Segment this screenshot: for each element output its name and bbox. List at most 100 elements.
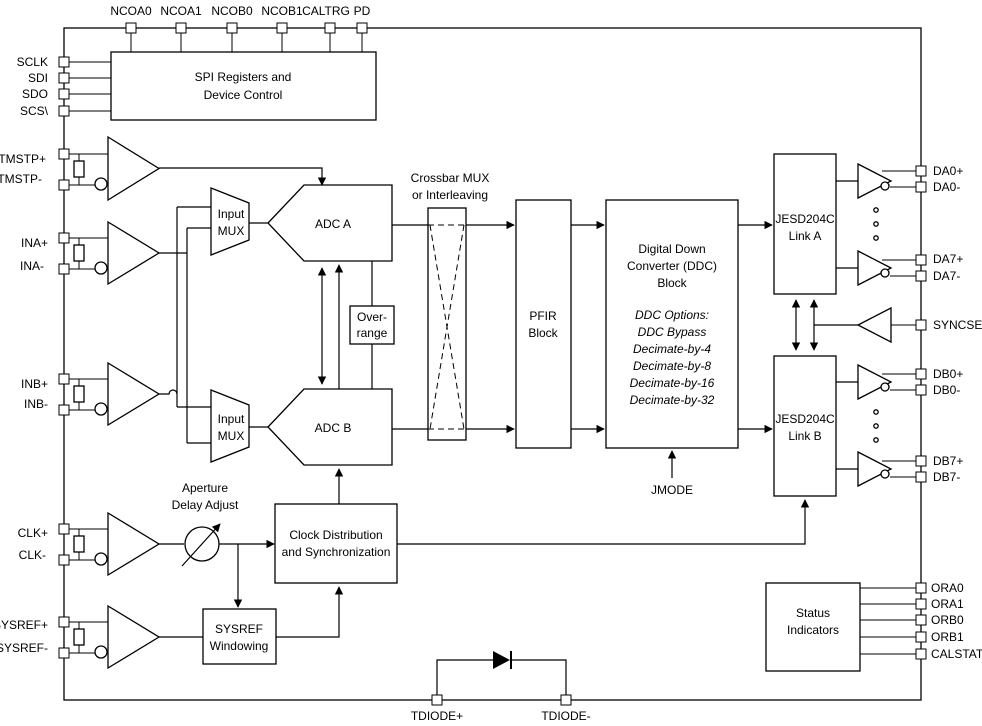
pin-inb-p [58,373,70,385]
label-ncoa0: NCOA0 [110,4,152,18]
label-orb1: ORB1 [931,630,964,644]
inb-buffer: INB+ INB- [21,361,161,427]
status-indicators-block [765,582,861,672]
pin-tmstp-n [58,179,70,191]
pin-sysref-n [58,647,70,659]
pin-ina-n [58,263,70,275]
jesd-b-label-2: Link B [788,429,821,443]
clk-buffer: CLK+ CLK- [18,511,161,577]
ddc-label-2: Converter (DDC) [627,259,717,273]
jmode-label: JMODE [651,483,693,497]
mux-a-label-2: MUX [218,224,245,238]
pin-ncoa0 [125,22,137,34]
spi-label-1: SPI Registers and [195,70,292,84]
sysref-window-label-2: Windowing [210,639,269,653]
pin-orb1 [915,631,927,643]
status-pins: ORA0 ORA1 ORB0 ORB1 CALSTAT [860,581,982,661]
pin-clk-n [58,554,70,566]
label-scs: SCS\ [20,104,49,118]
pin-sdo [58,88,70,100]
adc-b-label: ADC B [315,421,352,435]
status-label-1: Status [796,606,830,620]
clock-label-1: Clock Distribution [289,528,382,542]
pin-sdi [58,72,70,84]
ddc-option-bypass: DDC Bypass [638,325,707,339]
overrange-label-1: Over- [357,310,387,324]
pin-tdiode-p [431,694,443,706]
label-ora0: ORA0 [931,581,964,595]
ddc-option-dec4: Decimate-by-4 [633,342,711,356]
temperature-diode: TDIODE+ TDIODE- [411,651,591,723]
label-da0-p: DA0+ [933,164,963,178]
label-syncse: SYNCSE\ [933,318,982,332]
ina-buffer: INA+ INA- [20,220,161,286]
ddc-option-dec32: Decimate-by-32 [630,393,715,407]
label-orb0: ORB0 [931,613,964,627]
label-sdi: SDI [28,71,48,85]
mux-a-label-1: Input [218,207,245,221]
label-sysref-p: SYSREF+ [0,618,48,632]
clock-to-jesd-b [397,499,810,545]
aperture-label-1: Aperture [182,481,228,495]
label-ina-p: INA+ [21,236,48,250]
overrange-block [349,305,395,345]
adc-a-block [267,184,393,262]
crossbar-label-1: Crossbar MUX [411,171,490,185]
spi-label-2: Device Control [204,88,283,102]
pin-sclk [58,56,70,68]
top-pins: NCOA0 NCOA1 NCOB0 NCOB1 CALTRG PD [110,4,371,52]
pfir-block [515,199,572,449]
jesd-b-label-1: JESD204C [775,412,835,426]
label-inb-n: INB- [24,397,48,411]
pin-scs [58,105,70,117]
sysref-buffer: SYSREF+ SYSREF- [0,604,161,670]
label-inb-p: INB+ [21,377,48,391]
ddc-block [605,199,739,449]
ddc-option-dec8: Decimate-by-8 [633,359,711,373]
label-ncoa1: NCOA1 [160,4,202,18]
label-sdo: SDO [22,87,48,101]
tmstp-buffer: TMSTP+ TMSTP- [0,135,161,202]
clock-label-2: and Synchronization [282,545,391,559]
label-db0-n: DB0- [933,383,960,397]
status-label-2: Indicators [787,623,839,637]
label-da7-n: DA7- [933,269,960,283]
diode-icon [493,651,510,669]
label-clk-p: CLK+ [18,526,48,540]
pin-db0-n [915,384,927,396]
label-tdiode-p: TDIODE+ [411,709,463,723]
ddc-option-dec16: Decimate-by-16 [630,376,715,390]
ddc-label-1: Digital Down [638,242,705,256]
crossbar-label-2: or Interleaving [412,188,488,202]
pin-da7-n [915,270,927,282]
pin-tmstp-p [58,148,70,160]
pin-ora0 [915,582,927,594]
label-da0-n: DA0- [933,180,960,194]
jesd-a-label-1: JESD204C [775,212,835,226]
pin-syncse [915,319,927,331]
label-sclk: SCLK [17,55,48,69]
pin-pd [356,22,368,34]
pin-orb0 [915,614,927,626]
pin-clk-p [58,523,70,535]
spi-pins: SCLK SDI SDO SCS\ [17,55,111,118]
pin-da0-n [915,181,927,193]
pin-da7-p [915,254,927,266]
mux-b-label-1: Input [218,412,245,426]
pin-ora1 [915,598,927,610]
label-ina-n: INA- [20,259,44,273]
pin-db0-p [915,368,927,380]
label-sysref-n: SYSREF- [0,641,48,655]
pin-ncoa1 [175,22,187,34]
input-routing [159,167,327,444]
overrange-label-2: range [357,326,388,340]
label-db7-p: DB7+ [933,454,963,468]
label-clk-n: CLK- [19,548,46,562]
pin-inb-n [58,404,70,416]
label-db0-p: DB0+ [933,367,963,381]
label-caltrg: CALTRG [302,4,350,18]
pin-da0-p [915,165,927,177]
label-ncob0: NCOB0 [211,4,253,18]
clock-distribution-block [274,503,398,584]
